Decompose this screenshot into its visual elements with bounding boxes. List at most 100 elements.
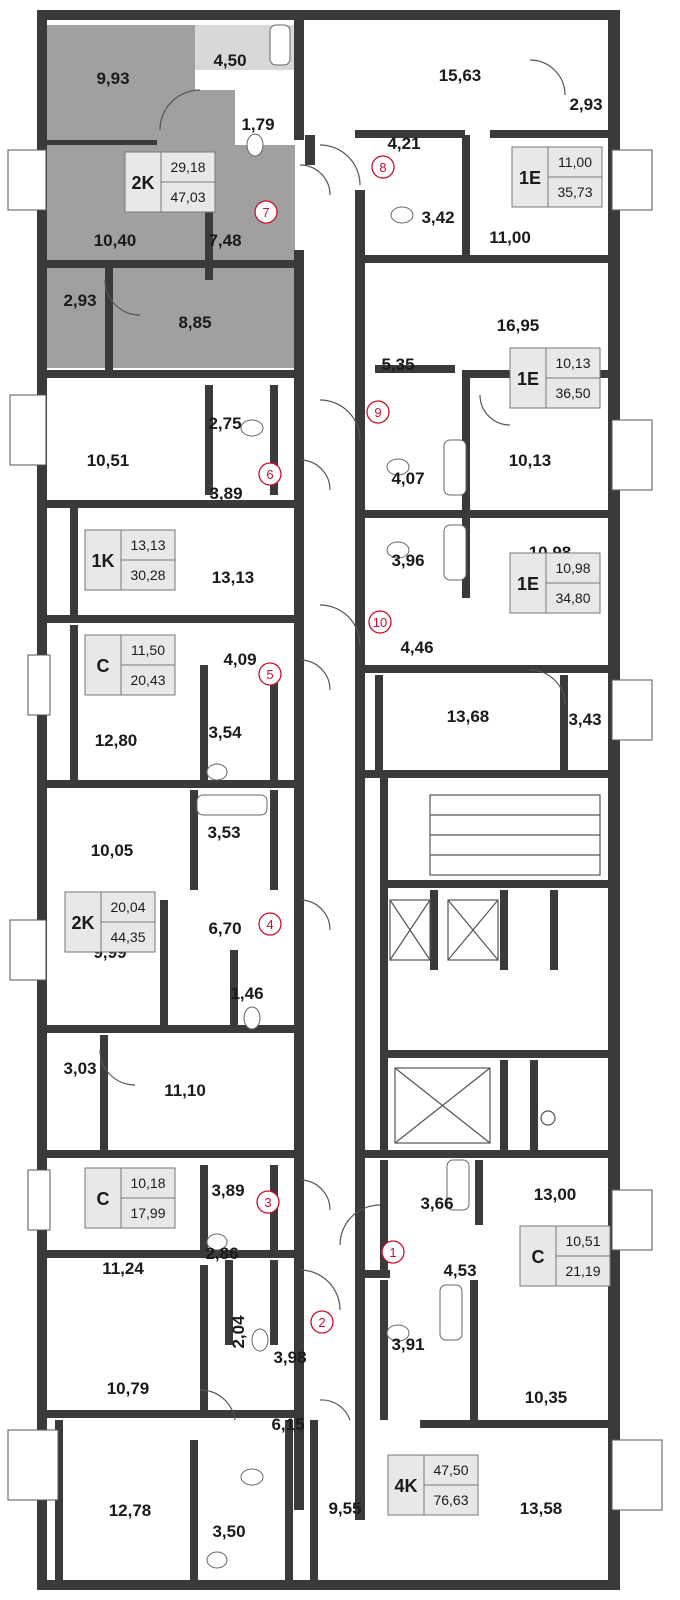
living-area: 13,13 [130,537,165,553]
unit-marker-8[interactable]: 8 [371,155,395,179]
apartment-badge[interactable]: 1K 13,13 30,28 [84,529,176,591]
room-area-label: 2,93 [569,95,602,114]
fixtures [196,24,470,1569]
unit-marker-circle [256,1190,280,1214]
room-area-label: 3,91 [391,1335,424,1354]
apartment-badge[interactable]: 1E 10,98 34,80 [509,552,601,614]
room-area-label: 11,10 [164,1081,206,1100]
unit-marker-circle [254,200,278,224]
room-area-label: 13,00 [534,1185,577,1204]
living-area: 11,00 [558,154,592,170]
room-area-label: 8,85 [178,313,211,332]
unit-marker-5[interactable]: 5 [258,662,282,686]
room-area-label: 4,07 [391,469,424,488]
unit-marker-10[interactable]: 10 [368,610,392,634]
room-area-label: 3,43 [568,710,601,729]
unit-marker-6[interactable]: 6 [258,462,282,486]
room-area-label: 5,35 [381,355,414,374]
room-area-label: 10,35 [525,1388,568,1407]
apartment-type: C [97,656,110,676]
unit-marker-9[interactable]: 9 [366,400,390,424]
total-area: 44,35 [110,929,145,945]
room-area-label: 4,46 [400,638,433,657]
room-area-label: 2,75 [208,414,241,433]
room-area-label: 10,79 [107,1379,150,1398]
room-area-label: 3,98 [273,1348,306,1367]
room-area-label: 3,53 [207,823,240,842]
room-area-label: 12,78 [109,1501,152,1520]
total-area: 34,80 [555,590,590,606]
unit-marker-1[interactable]: 1 [381,1240,405,1264]
doors [99,59,566,1421]
room-area-label: 16,95 [497,316,540,335]
room-area-label: 7,48 [208,231,241,250]
unit-number: 6 [266,467,273,482]
room-area-label: 12,80 [95,731,138,750]
unit-marker-2[interactable]: 2 [310,1310,334,1334]
living-area: 10,18 [130,1175,165,1191]
room-area-label: 2,86 [205,1244,238,1263]
apartment-badge[interactable]: 2K 20,04 44,35 [64,891,156,953]
apartment-type: 1E [519,168,541,188]
apartment-badge[interactable]: 1E 10,13 36,50 [509,347,601,409]
living-area: 29,18 [170,159,205,175]
apartment-type: 1E [517,574,539,594]
apartment-type: 2K [131,173,154,193]
room-area-label: 13,58 [520,1499,563,1518]
unit-number: 1 [389,1245,396,1260]
unit-marker-circle [381,1240,405,1264]
total-area: 36,50 [555,385,590,401]
unit-number: 3 [264,1195,271,1210]
stair-core [389,794,601,1144]
unit-marker-circle [366,400,390,424]
apartment-type: 1E [517,369,539,389]
living-area: 10,98 [555,560,590,576]
unit-number: 7 [262,205,269,220]
apartment-badge[interactable]: 1E 11,00 35,73 [511,146,603,208]
unit-number: 5 [266,667,273,682]
room-area-label: 3,42 [421,208,454,227]
walls [37,10,620,1590]
apartment-type: 2K [71,913,94,933]
apartment-badge[interactable]: C 11,50 20,43 [84,634,176,696]
room-area-label: 10,05 [91,841,134,860]
room-area-label: 6,70 [208,919,241,938]
unit-marker-4[interactable]: 4 [258,912,282,936]
living-area: 47,50 [433,1462,468,1478]
room-area-label: 13,68 [447,707,490,726]
unit-number: 9 [374,405,381,420]
room-area-label: 2,93 [63,291,96,310]
room-area-label: 4,53 [443,1261,476,1280]
living-area: 10,51 [565,1233,600,1249]
room-area-label: 10,40 [94,231,137,250]
unit-marker-circle [258,662,282,686]
room-area-label: 2,04 [229,1315,248,1349]
total-area: 30,28 [130,567,165,583]
room-area-label: 3,54 [208,723,242,742]
total-area: 20,43 [130,672,165,688]
apartment-7-highlight[interactable] [45,25,295,368]
unit-number: 10 [373,615,387,630]
room-area-label: 6,15 [271,1415,304,1434]
unit-marker-circle [310,1310,334,1334]
apartment-badge[interactable]: 2K 29,18 47,03 [124,151,216,213]
windows [7,149,663,1511]
unit-marker-circle [258,462,282,486]
unit-marker-7[interactable]: 7 [254,200,278,224]
apartment-type: 1K [91,551,114,571]
room-area-label: 9,55 [328,1499,361,1518]
living-area: 11,50 [131,642,165,658]
total-area: 76,63 [433,1492,468,1508]
total-area: 47,03 [170,189,205,205]
room-area-label: 13,13 [212,568,255,587]
room-area-label: 3,03 [63,1059,96,1078]
living-area: 10,13 [555,355,590,371]
unit-marker-3[interactable]: 3 [256,1190,280,1214]
apartment-type: C [97,1189,110,1209]
living-area: 20,04 [110,899,145,915]
total-area: 35,73 [557,184,592,200]
